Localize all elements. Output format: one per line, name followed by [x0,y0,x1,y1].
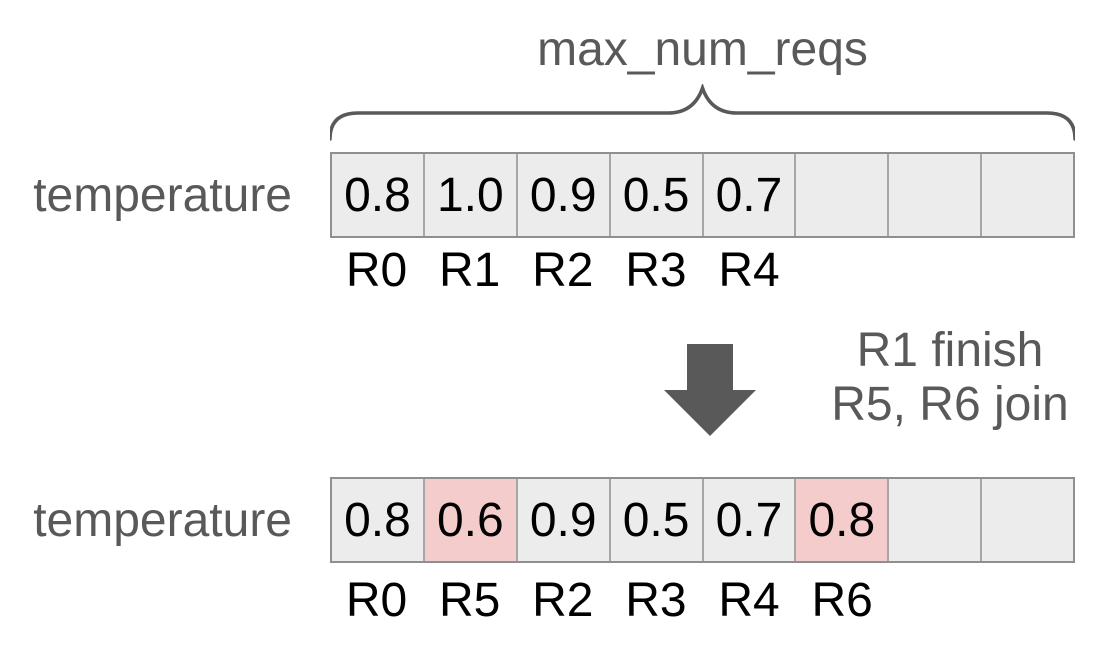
down-arrow-icon [664,344,756,436]
array-cell: 0.9 [517,154,611,236]
temperature-label-after: temperature [33,493,292,547]
request-label: R1 [439,244,501,297]
array-cell: 0.8 [332,479,425,561]
request-label: R4 [718,574,780,627]
array-cell [889,154,983,236]
array-cell [982,479,1073,561]
array-cell: 0.7 [703,154,797,236]
transition-line-1: R1 finish [856,324,1044,377]
array-cell [796,154,890,236]
curly-brace-icon [330,84,1075,141]
request-label: R6 [811,574,873,627]
temperature-label-before: temperature [33,168,292,222]
array-cell [982,154,1073,236]
array-cell: 0.8 [796,479,890,561]
request-label: R4 [718,244,780,297]
max-num-reqs-label: max_num_reqs [537,23,868,76]
temperature-array-after: 0.8 0.6 0.9 0.5 0.7 0.8 [330,477,1075,563]
request-label: R2 [532,574,594,627]
request-labels-before: R0 R1 R2 R3 R4 [330,246,796,296]
array-cell: 0.5 [610,479,704,561]
request-label: R0 [345,574,408,627]
request-label: R2 [532,244,594,297]
request-label: R0 [345,244,408,297]
transition-line-2: R5, R6 join [831,378,1069,431]
array-cell: 0.8 [332,154,425,236]
array-cell: 0.7 [703,479,797,561]
array-cell: 1.0 [424,154,518,236]
request-label: R3 [625,244,687,297]
array-cell: 0.6 [424,479,518,561]
array-cell: 0.5 [610,154,704,236]
request-label: R5 [439,574,501,627]
transition-note: R1 finish R5, R6 join [800,324,1100,432]
request-labels-after: R0 R5 R2 R3 R4 R6 [330,576,889,626]
temperature-array-before: 0.8 1.0 0.9 0.5 0.7 [330,152,1075,238]
array-cell: 0.9 [517,479,611,561]
request-label: R3 [625,574,687,627]
array-cell [889,479,983,561]
